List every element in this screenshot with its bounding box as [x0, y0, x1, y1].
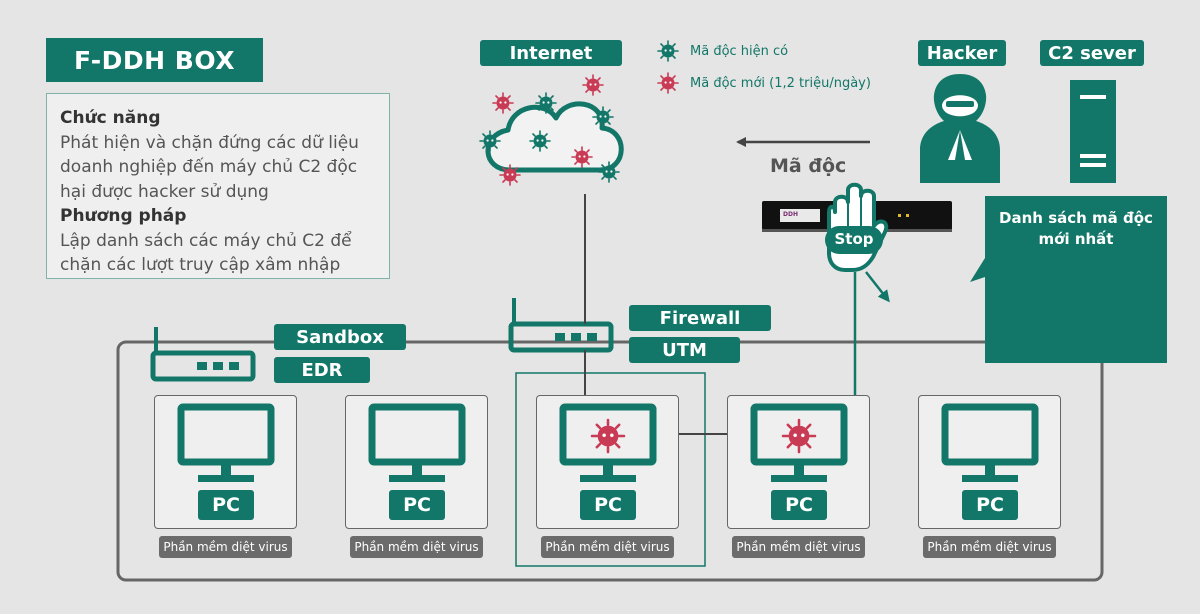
pc-tag: PC [389, 490, 445, 520]
new-malware-icon [657, 72, 679, 94]
list-title-line: mới nhất [1038, 230, 1114, 248]
device-brand: DDH [783, 211, 798, 218]
antivirus-label: Phần mềm diệt virus [159, 536, 292, 558]
blocked-arrow [865, 271, 890, 303]
pc-tag: PC [580, 490, 636, 520]
utm-label-text: UTM [662, 339, 707, 361]
malware-list-panel: Danh sách mã độc mới nhất [985, 196, 1167, 363]
title-banner: F-DDH BOX [46, 38, 263, 82]
method-line: chặn các lượt truy cập xâm nhập [60, 255, 341, 275]
c2-server-icon [1070, 80, 1116, 183]
hacker-label-text: Hacker [926, 42, 998, 64]
pc-tag: PC [962, 490, 1018, 520]
list-panel-tail [970, 258, 988, 282]
function-line: doanh nghiệp đến máy chủ C2 độc [60, 157, 358, 177]
malware-flow-label: Mã độc [770, 155, 847, 177]
hacker-label: Hacker [918, 40, 1006, 66]
monitor-icon [155, 396, 298, 486]
edr-label-text: EDR [301, 359, 343, 381]
monitor-icon [537, 396, 680, 486]
method-line: Lập danh sách các máy chủ C2 để [60, 230, 352, 251]
antivirus-label: Phần mềm diệt virus [923, 536, 1056, 558]
function-line: hại được hacker sử dụng [60, 181, 269, 202]
legend-existing-text: Mã độc hiện có [690, 44, 789, 59]
sandbox-label-text: Sandbox [296, 326, 384, 348]
pc-card: PC [154, 395, 297, 529]
list-panel-title: Danh sách mã độc mới nhất [985, 208, 1167, 250]
utm-label: UTM [629, 337, 740, 363]
infected-pc-highlight [515, 372, 706, 567]
list-title-line: Danh sách mã độc [999, 209, 1153, 227]
firewall-label: Firewall [629, 305, 771, 331]
monitor-icon [919, 396, 1062, 486]
antivirus-label: Phần mềm diệt virus [350, 536, 483, 558]
pc-tag: PC [771, 490, 827, 520]
pc-card: PC [918, 395, 1061, 529]
pc-card: PC [536, 395, 679, 529]
pc-card: PC [345, 395, 488, 529]
infection-virus-icon [590, 418, 626, 454]
legend-new: Mã độc mới (1,2 triệu/ngày) [690, 76, 871, 91]
legend-new-text: Mã độc mới (1,2 triệu/ngày) [690, 76, 871, 91]
internet-label: Internet [480, 40, 622, 66]
monitor-icon [346, 396, 489, 486]
edr-label: EDR [274, 357, 370, 383]
stop-hand-icon [825, 182, 889, 272]
hacker-icon [920, 74, 1000, 183]
description-box: Chức năng Phát hiện và chặn đứng các dữ … [46, 93, 390, 279]
firewall-label-text: Firewall [659, 307, 741, 329]
title-text: F-DDH BOX [73, 45, 235, 75]
pc-card: PC [727, 395, 870, 529]
pc-tag: PC [198, 490, 254, 520]
antivirus-label: Phần mềm diệt virus [541, 536, 674, 558]
c2-server-label: C2 sever [1040, 40, 1144, 66]
function-line: Phát hiện và chặn đứng các dữ liệu [60, 132, 359, 153]
sandbox-label: Sandbox [274, 324, 406, 350]
stop-label: Stop [834, 230, 874, 248]
router-icon [153, 327, 253, 379]
monitor-icon [728, 396, 871, 486]
infection-virus-icon [781, 418, 817, 454]
function-heading: Chức năng [60, 108, 161, 128]
antivirus-label: Phần mềm diệt virus [732, 536, 865, 558]
existing-malware-icon [657, 40, 679, 62]
internet-cloud-icon [479, 74, 624, 186]
method-heading: Phương pháp [60, 206, 187, 226]
internet-label-text: Internet [509, 42, 593, 64]
c2-server-label-text: C2 sever [1048, 42, 1136, 64]
legend-existing: Mã độc hiện có [690, 44, 788, 59]
